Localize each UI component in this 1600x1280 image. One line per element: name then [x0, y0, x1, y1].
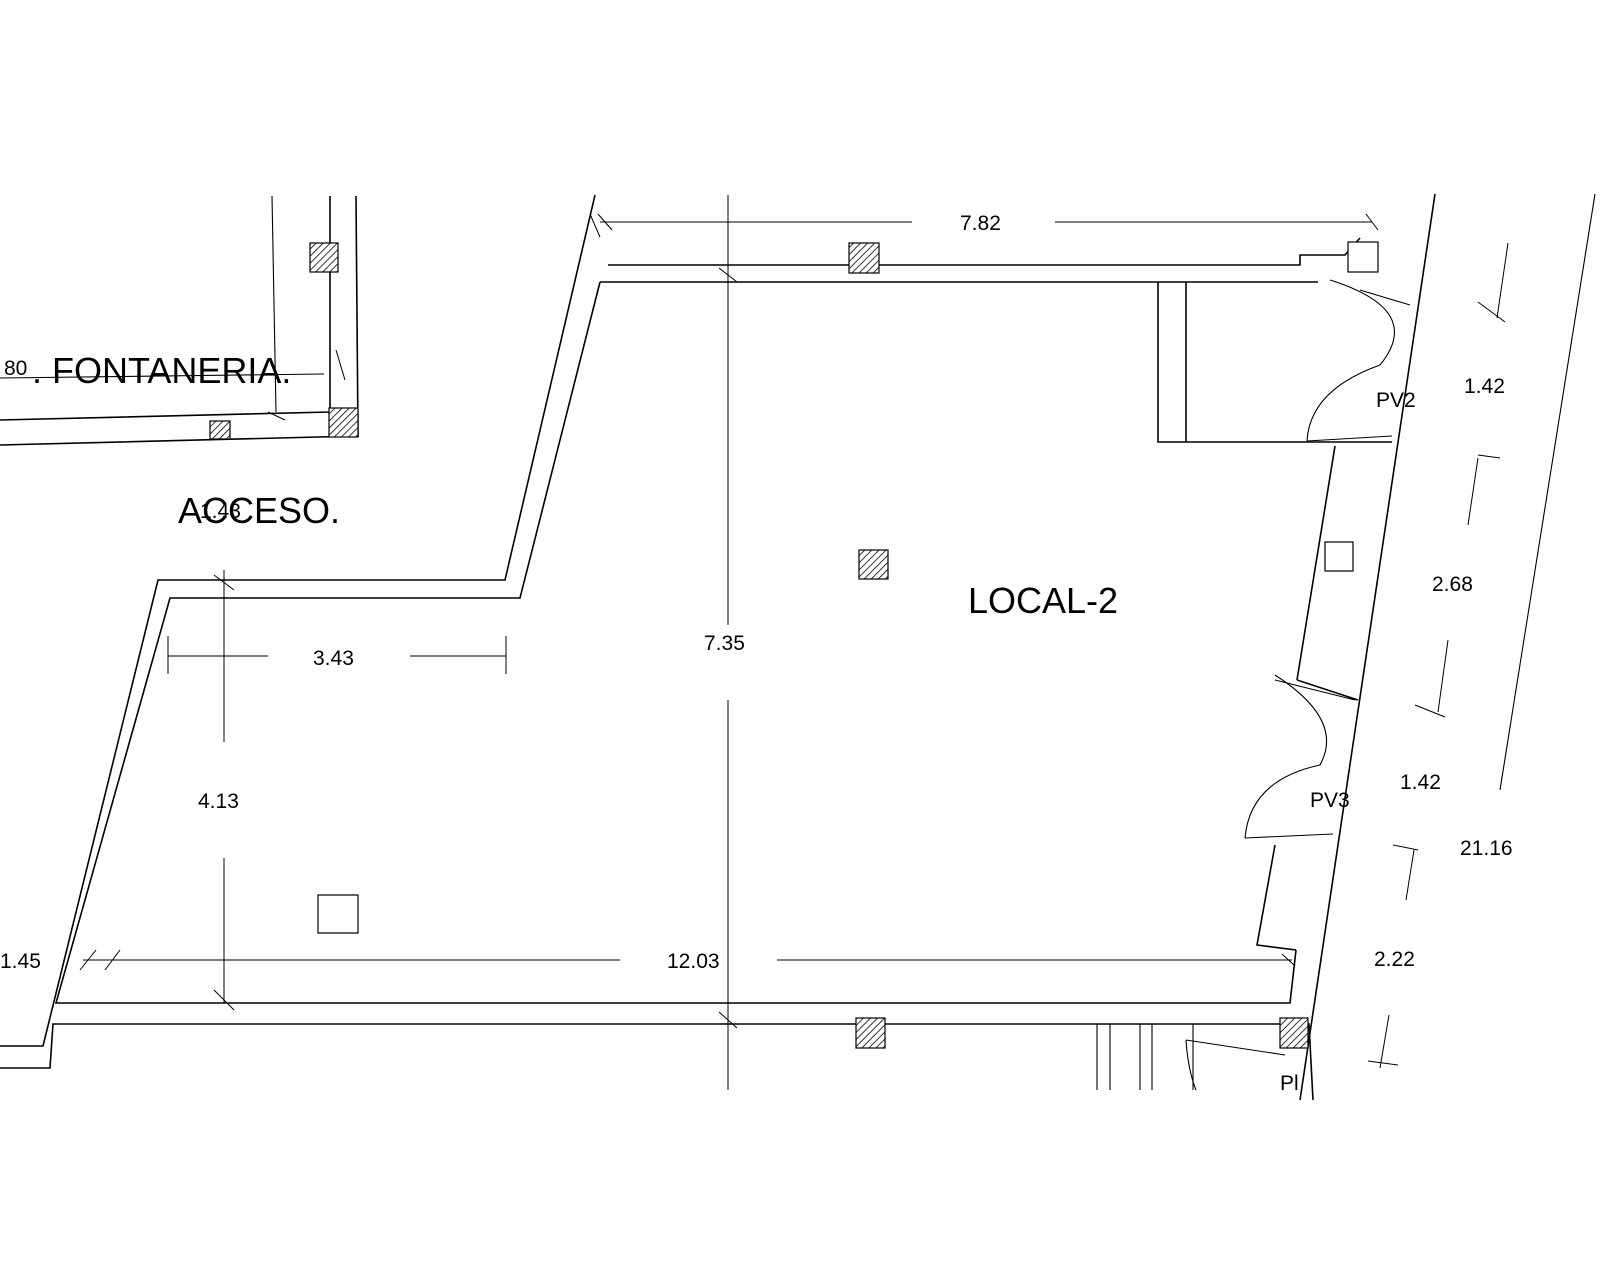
- door-label-pv3: PV3: [1310, 789, 1350, 812]
- door-pv2-arc: [1306, 279, 1395, 442]
- dim-label-4-13: 4.13: [198, 790, 239, 813]
- room-label-fontaneria: . FONTANERIA.: [32, 350, 291, 391]
- dimension-lines: [79, 195, 1509, 1090]
- door-labels: PV2 PV3 Pl: [1280, 389, 1416, 1095]
- dim-label-3-43: 3.43: [313, 647, 354, 670]
- column: [328, 407, 359, 438]
- doors: [1185, 279, 1411, 1091]
- door-pv3-arc: [1244, 674, 1328, 839]
- column: [209, 420, 231, 440]
- shaft-box: [317, 894, 359, 934]
- room-label-local-2: LOCAL-2: [968, 580, 1118, 621]
- room-labels: . FONTANERIA. ACCESO. LOCAL-2: [32, 350, 1118, 621]
- columns: [209, 242, 1309, 1049]
- dim-label-facade-2-22: 2.22: [1374, 948, 1415, 971]
- door-label-pl: Pl: [1280, 1072, 1299, 1095]
- dim-label-facade-1-42-a: 1.42: [1464, 375, 1505, 398]
- door-pl-arc: [1185, 1039, 1197, 1091]
- shafts: [317, 241, 1379, 934]
- dim-label-top-width: 7.82: [960, 212, 1001, 235]
- walls: [0, 193, 1596, 1101]
- dim-label-1-43: 1.43: [200, 500, 241, 523]
- dim-label-1-45: 1.45: [0, 950, 41, 973]
- dim-label-bottom-width: 12.03: [667, 950, 720, 973]
- dim-label-facade-2-68: 2.68: [1432, 573, 1473, 596]
- column: [1279, 1017, 1309, 1049]
- shaft-box: [1324, 541, 1354, 572]
- dim-label-facade-1-42-b: 1.42: [1400, 771, 1441, 794]
- column: [855, 1017, 886, 1049]
- column: [858, 549, 889, 580]
- room-label-acceso: ACCESO.: [178, 490, 340, 531]
- dimension-labels: 7.82 3.43 7.35 4.13 12.03 1.45 1.43 80 1…: [0, 212, 1513, 973]
- column: [848, 242, 880, 274]
- dim-label-facade-21-16: 21.16: [1460, 837, 1513, 860]
- column: [309, 242, 339, 273]
- dim-label-80: 80: [4, 357, 27, 380]
- shaft-box: [1347, 241, 1379, 273]
- door-label-pv2: PV2: [1376, 389, 1416, 412]
- dim-label-7-35: 7.35: [704, 632, 745, 655]
